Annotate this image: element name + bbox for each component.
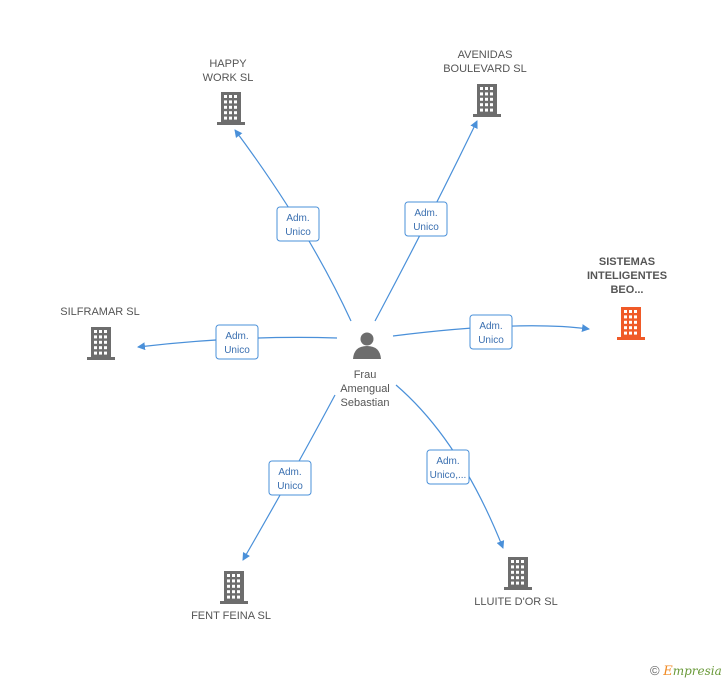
- silframar-building-icon[interactable]: [87, 327, 115, 360]
- relation-label-silframar[interactable]: Adm.Unico: [215, 324, 259, 360]
- fent-feina-building-icon[interactable]: [220, 571, 248, 604]
- lluite-dor-building-icon[interactable]: [504, 557, 532, 590]
- svg-text:Adm.Unico: Adm.Unico: [478, 321, 504, 346]
- relation-label-lluite-dor[interactable]: Adm.Unico,...: [426, 449, 470, 485]
- relation-label-fent-feina[interactable]: Adm.Unico: [268, 460, 312, 496]
- avenidas-boulevard-building-icon[interactable]: [473, 84, 501, 117]
- svg-text:Adm.Unico: Adm.Unico: [413, 208, 439, 233]
- svg-text:Adm.Unico: Adm.Unico: [285, 213, 311, 238]
- relation-label-happy-work[interactable]: Adm.Unico: [276, 206, 320, 242]
- happy-work-building-icon[interactable]: [217, 92, 245, 125]
- empresia-logo[interactable]: © Empresia: [650, 663, 722, 679]
- svg-text:Adm.Unico,...: Adm.Unico,...: [430, 456, 467, 481]
- relation-label-avenidas-boulevard[interactable]: Adm.Unico: [404, 201, 448, 237]
- copyright-symbol: ©: [650, 663, 660, 678]
- brand-name: mpresia: [672, 664, 722, 678]
- relation-label-sistemas-inteligentes[interactable]: Adm.Unico: [469, 314, 513, 350]
- company-name-silframar[interactable]: SILFRAMAR SL: [60, 306, 139, 318]
- sistemas-inteligentes-building-icon[interactable]: [617, 307, 645, 340]
- company-name-lluite-dor[interactable]: LLUITE D'OR SL: [474, 596, 557, 608]
- company-name-fent-feina[interactable]: FENT FEINA SL: [191, 610, 271, 622]
- person-icon[interactable]: [353, 332, 381, 360]
- svg-text:Adm.Unico: Adm.Unico: [224, 331, 250, 356]
- svg-text:Adm.Unico: Adm.Unico: [277, 467, 303, 492]
- brand-initial: E: [663, 664, 673, 679]
